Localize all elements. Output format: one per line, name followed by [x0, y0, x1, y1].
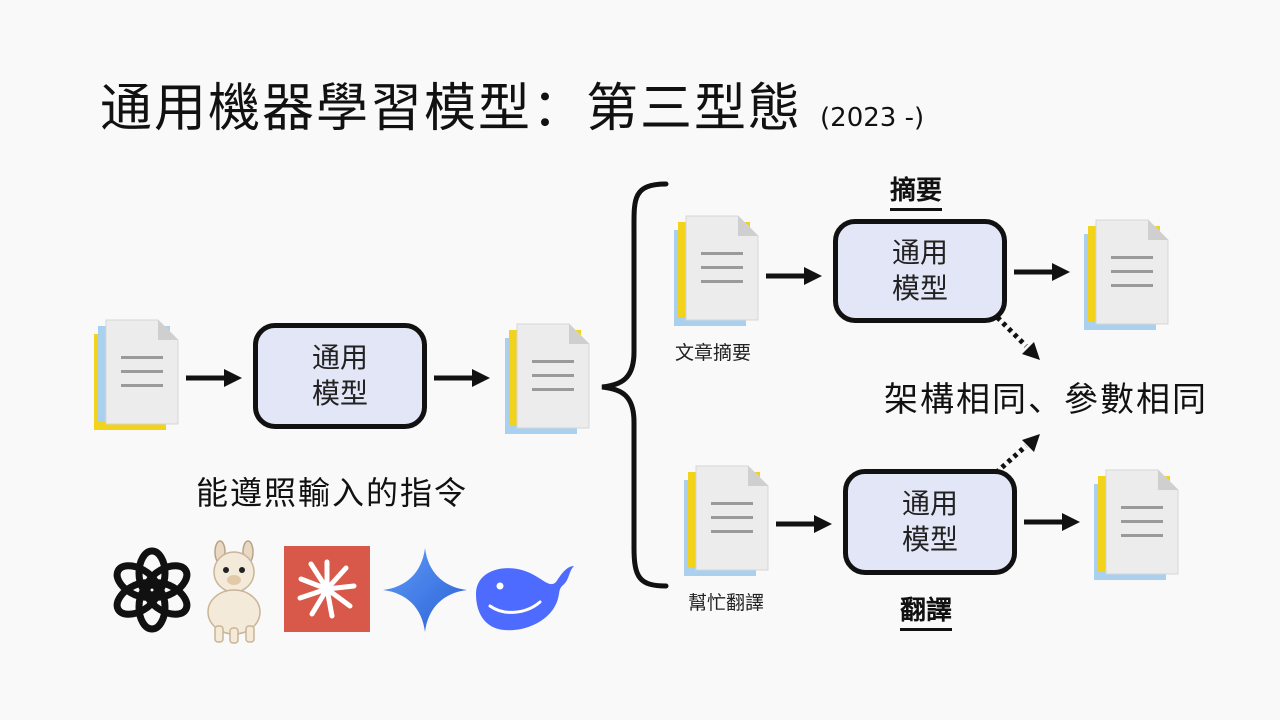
deepseek-logo-icon [470, 556, 576, 634]
translate-heading: 翻譯 [900, 590, 953, 631]
arrow-icon [1024, 513, 1080, 531]
summary-input-label: 文章摘要 [675, 342, 752, 364]
arrow-icon [1014, 263, 1070, 281]
model-label-line1: 通用 [891, 236, 948, 269]
translate-output-document-icon [1093, 469, 1179, 581]
curly-brace-icon [601, 181, 669, 589]
arrow-icon [766, 267, 822, 285]
summary-heading: 摘要 [890, 170, 943, 211]
arrow-icon [434, 369, 490, 387]
slide-title: 通用機器學習模型：第三型態 (2023 -) [100, 66, 924, 141]
model-label-line2: 模型 [311, 377, 368, 410]
summary-output-document-icon [1083, 219, 1169, 331]
arrow-icon [776, 515, 832, 533]
summary-input-document-icon [673, 215, 759, 327]
general-model-box: 通用 模型 [253, 323, 427, 429]
summary-model-box: 通用 模型 [833, 219, 1007, 323]
translate-input-label: 幫忙翻譯 [688, 592, 765, 614]
shared-params-note: 架構相同、參數相同 [884, 380, 1208, 420]
title-year: (2023 -) [820, 103, 925, 133]
model-label-line2: 模型 [891, 272, 948, 305]
model-label-line1: 通用 [311, 341, 368, 374]
model-label-line2: 模型 [901, 523, 958, 556]
output-document-icon [504, 323, 590, 435]
openai-logo-icon [108, 546, 196, 634]
model-label-line1: 通用 [901, 487, 958, 520]
arrow-icon [186, 369, 242, 387]
claude-logo-icon [284, 546, 370, 632]
translate-model-box: 通用 模型 [843, 469, 1017, 575]
input-document-icon [93, 319, 179, 431]
gemini-logo-icon [383, 548, 467, 632]
instruction-caption: 能遵照輸入的指令 [196, 474, 469, 512]
title-text: 通用機器學習模型：第三型態 [100, 79, 803, 139]
llama-logo-icon [200, 540, 270, 644]
translate-input-document-icon [683, 465, 769, 577]
